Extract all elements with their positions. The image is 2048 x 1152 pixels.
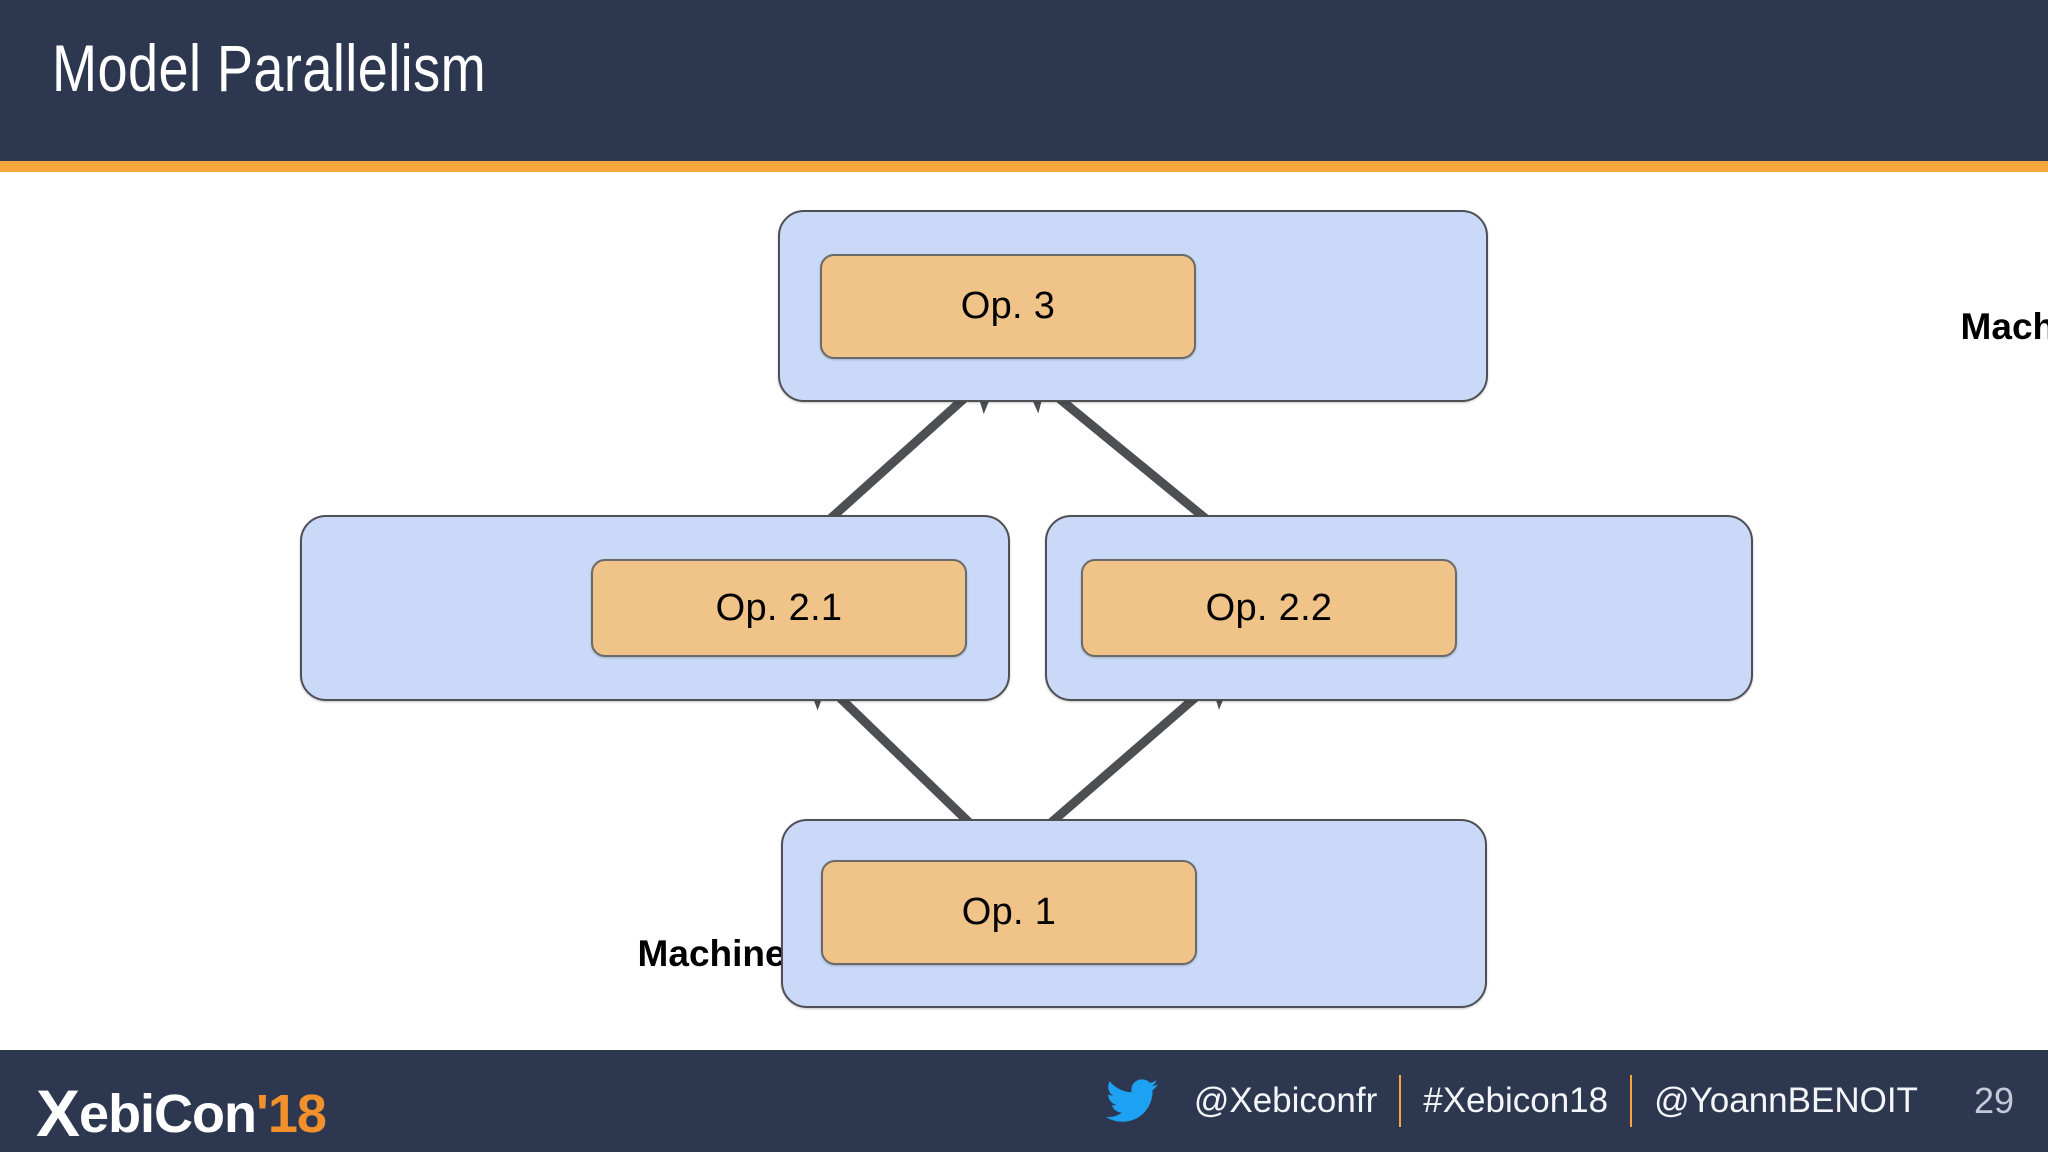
op-box-3[interactable]: Op. 3 [820,254,1196,359]
op-box-2-2[interactable]: Op. 2.2 [1081,559,1457,657]
twitter-handle[interactable]: @Xebiconfr [1193,1081,1378,1120]
machine-label-1: Machine 1 [1960,306,2048,347]
op-box-1[interactable]: Op. 1 [821,860,1197,965]
op-label-2-1: Op. 2.1 [715,586,843,629]
page-title: Model Parallelism [52,31,487,105]
op-label-2-2: Op. 2.2 [1205,586,1333,629]
event-hashtag[interactable]: #Xebicon18 [1423,1081,1609,1120]
logo-x-mark: X [36,1076,80,1150]
logo-year: '18 [256,1084,327,1144]
header-bar [0,0,2048,161]
footer-bar: XebiCon'18 @Xebiconfr #Xebicon18 @YoannB… [0,1050,2048,1152]
twitter-icon [1105,1079,1158,1122]
footer-separator-2 [1630,1075,1633,1127]
footer-links: @Xebiconfr #Xebicon18 @YoannBENOIT 29 [1105,1050,2018,1152]
xebicon-logo: XebiCon'18 [36,1076,327,1146]
diagram-canvas: Machine 1 Op. 3 Machine 2 Op. 2.1 Machin… [0,172,2048,1050]
op-box-2-1[interactable]: Op. 2.1 [591,559,967,657]
page-number: 29 [1973,1080,2014,1121]
op-label-1: Op. 1 [961,891,1057,933]
footer-separator-1 [1399,1075,1402,1127]
op-label-3: Op. 3 [960,285,1056,327]
header-accent-bar [0,161,2048,172]
speaker-handle[interactable]: @YoannBENOIT [1654,1081,1918,1120]
logo-wordmark: ebiCon [79,1084,257,1144]
